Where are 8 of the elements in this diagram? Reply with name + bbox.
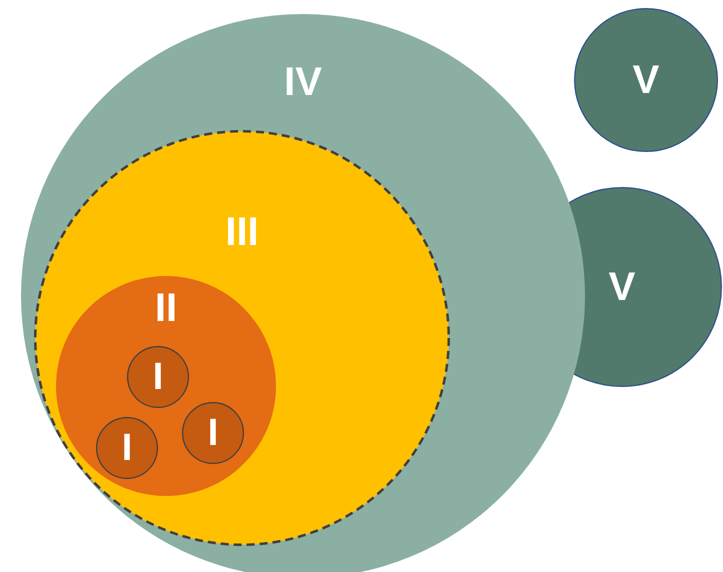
set-label: III — [225, 212, 259, 252]
set-label: I — [208, 414, 218, 452]
set-label: IV — [284, 62, 322, 102]
set-label: I — [122, 429, 132, 467]
set-label: II — [154, 288, 178, 328]
set-label: I — [152, 358, 164, 396]
set-label: V — [632, 60, 660, 100]
set-label: V — [608, 267, 636, 307]
